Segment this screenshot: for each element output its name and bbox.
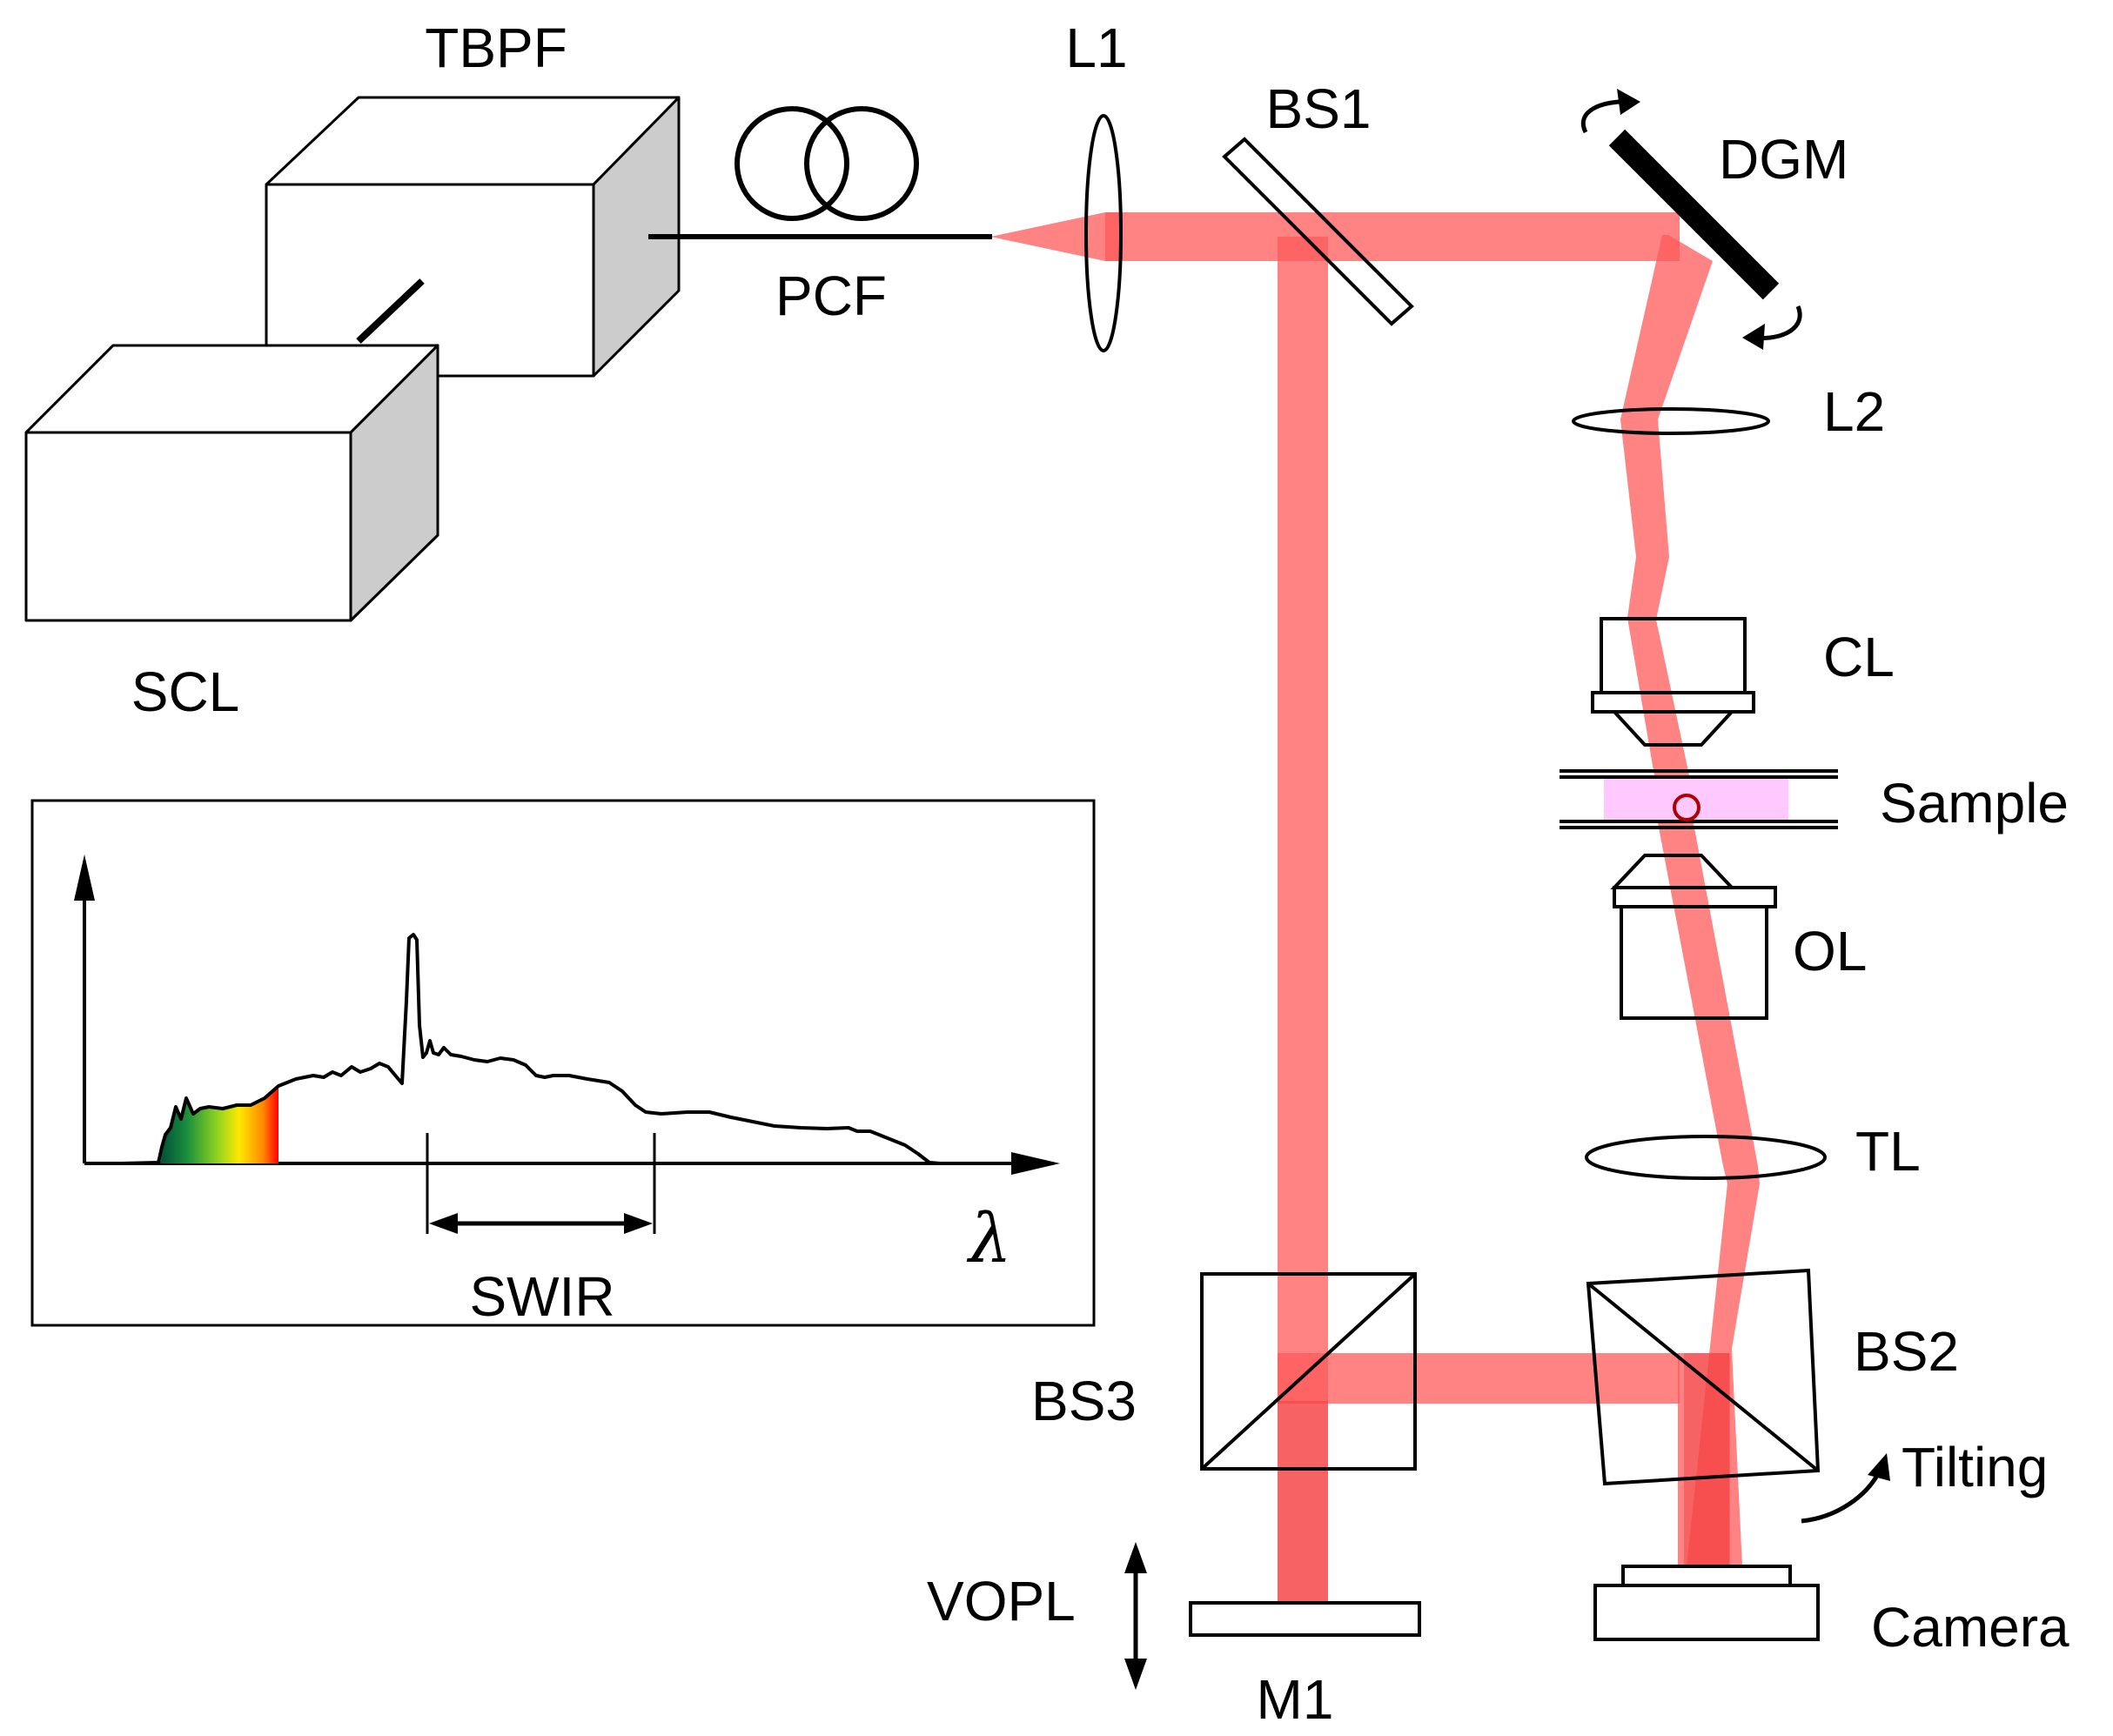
- label-dgm: DGM: [1719, 128, 1848, 191]
- beam-fiber-cone: [990, 212, 1123, 261]
- objective-lens-ol: [1610, 854, 1777, 1020]
- tilting-arrow-icon: [1801, 1453, 1890, 1524]
- label-scl: SCL: [131, 660, 240, 723]
- beam-sample-arm: [1620, 235, 1760, 1566]
- label-l1: L1: [1065, 17, 1127, 79]
- inset-y-axis-arrow-icon: [74, 855, 95, 901]
- beam-overlap-camera: [1684, 1353, 1729, 1566]
- beamsplitter-bs3: [1200, 1272, 1417, 1471]
- label-sample: Sample: [1880, 772, 2069, 834]
- inset-frame: [30, 799, 1096, 1327]
- label-bs1: BS1: [1266, 77, 1372, 140]
- label-vopl: VOPL: [927, 1570, 1076, 1632]
- camera: [1593, 1565, 1820, 1641]
- swir-arrow-left-icon: [429, 1213, 458, 1234]
- label-l2: L2: [1823, 380, 1885, 443]
- lens-l1: [1084, 114, 1123, 352]
- label-m1: M1: [1257, 1668, 1334, 1731]
- label-tbpf: TBPF: [425, 17, 567, 79]
- pcf-fiber: [648, 106, 992, 239]
- tbpf-box: [265, 96, 681, 378]
- inset-x-axis-arrow-icon: [1011, 1152, 1060, 1175]
- label-camera: Camera: [1871, 1596, 2069, 1659]
- label-pcf: PCF: [775, 265, 887, 327]
- laser-beams: [990, 212, 1760, 1610]
- label-tl: TL: [1855, 1120, 1921, 1183]
- beam-reference-to-bs2: [1278, 1353, 1680, 1404]
- beamsplitter-bs2: [1586, 1268, 1821, 1486]
- label-bs2: BS2: [1854, 1320, 1959, 1383]
- lens-l2: [1572, 407, 1770, 435]
- spectrum-curve: [121, 933, 941, 1165]
- label-cl: CL: [1823, 626, 1895, 688]
- component-labels: TBPF SCL PCF L1 BS1 DGM L2 CL Sample OL …: [131, 17, 2069, 1731]
- beam-overlap-m1: [1278, 1401, 1328, 1610]
- condenser-lens-cl: [1591, 617, 1755, 747]
- scl-box-front-top: [24, 278, 439, 622]
- label-bs3: BS3: [1031, 1370, 1137, 1432]
- dgm-mirror: [1581, 89, 1802, 350]
- lambda-axis-symbol: λ: [966, 1200, 1011, 1278]
- mirror-m1: [1189, 1601, 1421, 1637]
- label-ol: OL: [1793, 920, 1867, 982]
- label-tilting: Tilting: [1902, 1436, 2048, 1498]
- beamsplitter-bs1: [1222, 137, 1414, 326]
- sample-cell: [1673, 794, 1700, 821]
- swir-arrow-right-icon: [624, 1213, 653, 1234]
- spectrum-inset: SWIR λ: [30, 799, 1096, 1328]
- beam-horizontal-top: [1105, 212, 1680, 261]
- swir-label: SWIR: [469, 1265, 614, 1328]
- vopl-double-arrow-icon: [1124, 1542, 1147, 1690]
- tube-lens-tl: [1585, 1135, 1827, 1180]
- sample-stage: [1560, 769, 1838, 829]
